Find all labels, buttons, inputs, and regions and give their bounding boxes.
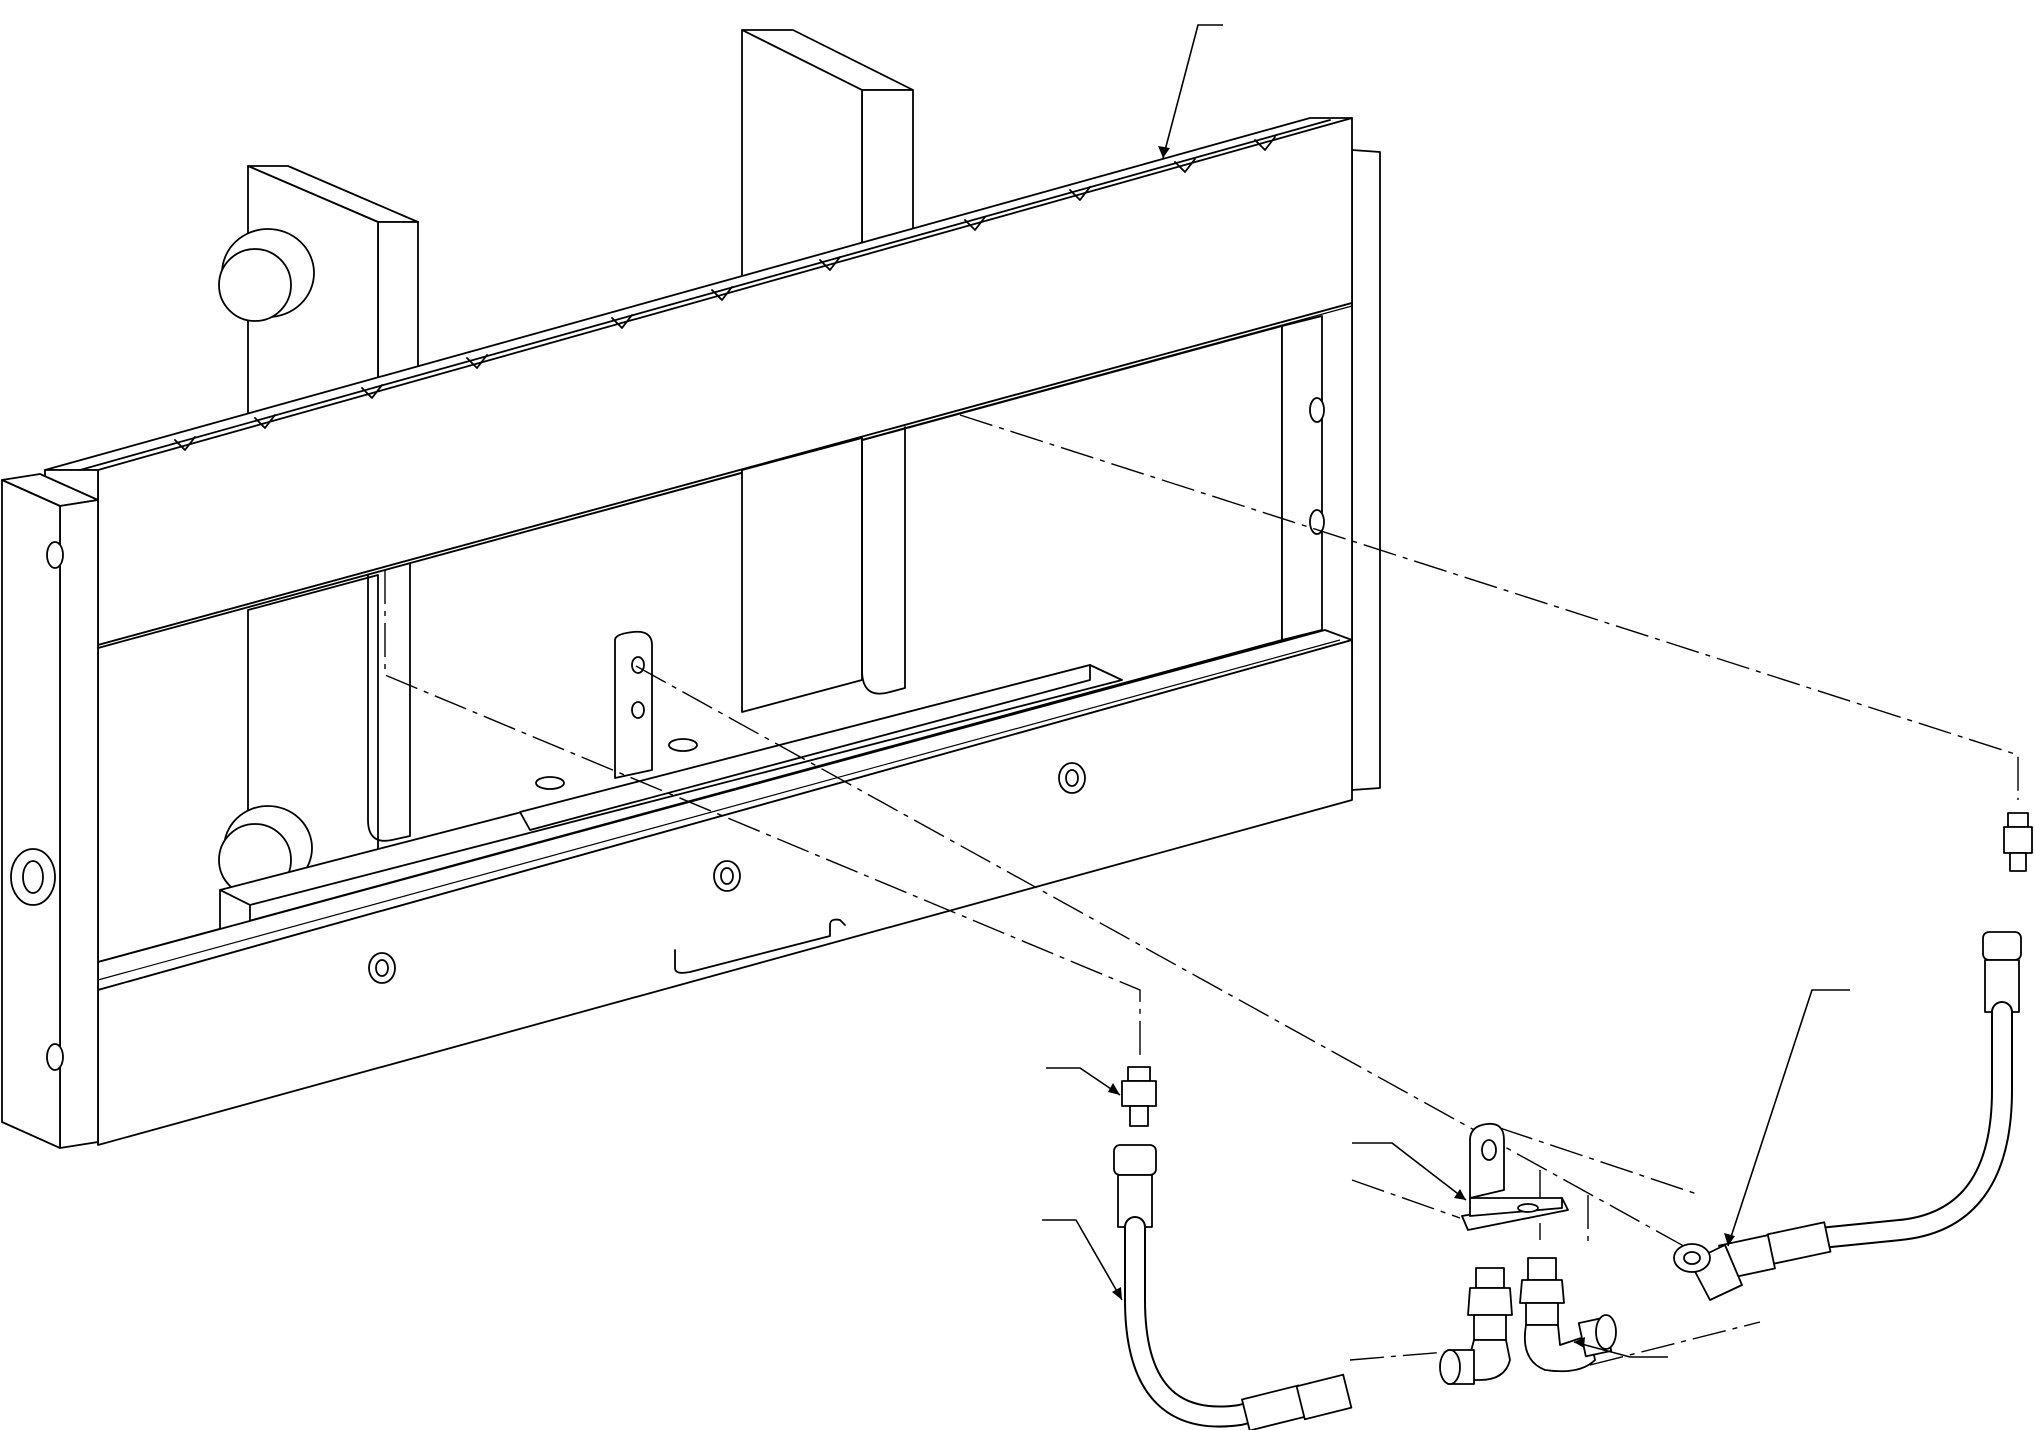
hose-mount-bracket [1461,1122,1569,1231]
left-elbow-fitting [1439,1267,1513,1385]
frame-hose-tab [614,630,653,779]
callout-leaders [1042,24,1850,1358]
right-straight-adapter [2003,812,2033,872]
frame-holes [368,397,1325,984]
rail-notches [174,136,1276,451]
right-elbow-fitting [1519,1257,1617,1373]
right-hose-assembly [1673,931,2022,1301]
left-hose-assembly [1113,1144,1353,1430]
left-end-plate [1,473,99,1149]
lower-cross-member [219,664,1123,966]
upper-locking-pin [218,228,315,322]
left-straight-adapter [1121,1066,1157,1127]
assembly-center-lines [384,414,2019,1366]
